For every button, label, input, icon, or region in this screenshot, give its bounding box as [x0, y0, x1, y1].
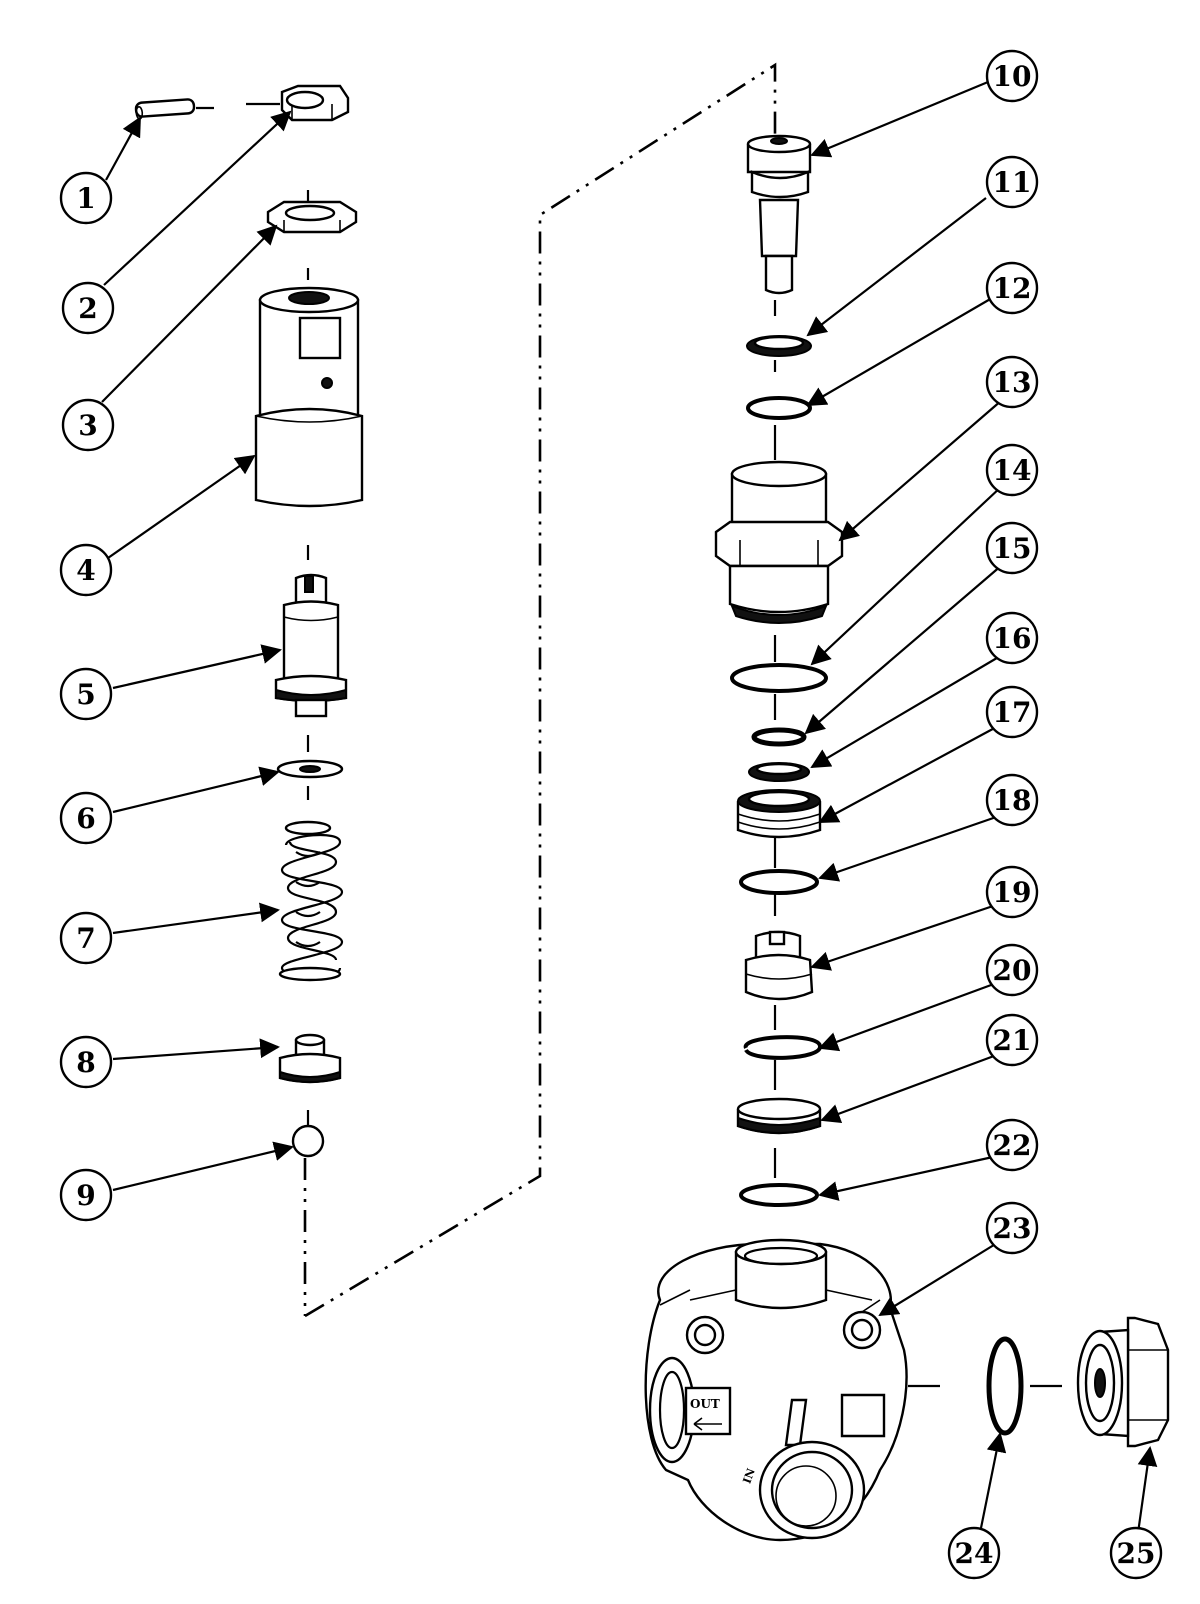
part-20-retaining-ring [743, 1035, 822, 1060]
callout-11-label: 11 [993, 166, 1032, 199]
callout-21: 21 [985, 1013, 1039, 1067]
callout-25: 25 [1109, 1526, 1163, 1580]
part-3-nut [266, 200, 358, 234]
callout-25-label: 25 [1117, 1537, 1156, 1570]
callout-9-label: 9 [76, 1179, 95, 1212]
part-18-oring [739, 869, 819, 895]
callout-17: 17 [985, 685, 1039, 739]
part-15-oring [751, 727, 807, 747]
callout-3-label: 3 [78, 409, 97, 442]
left-axis-segments [196, 102, 310, 1125]
callout-10: 10 [985, 49, 1039, 103]
part-13-housing [714, 460, 844, 624]
part-16-ring [748, 762, 810, 782]
callout-6: 6 [59, 791, 113, 845]
callout-22: 22 [985, 1118, 1039, 1172]
out-label: OUT [690, 1397, 720, 1411]
callout-10-label: 10 [993, 60, 1032, 93]
callout-12: 12 [985, 261, 1039, 315]
callout-22-label: 22 [993, 1129, 1032, 1162]
part-22-oring [739, 1183, 819, 1207]
callout-7: 7 [59, 911, 113, 965]
callout-19-label: 19 [993, 876, 1032, 909]
callout-2-label: 2 [78, 292, 97, 325]
callout-20: 20 [985, 943, 1039, 997]
callout-14: 14 [985, 443, 1039, 497]
part-7-spring [278, 820, 344, 982]
callout-12-label: 12 [993, 272, 1032, 305]
callout-6-label: 6 [76, 802, 95, 835]
callout-14-label: 14 [993, 454, 1032, 487]
in-label: IN [740, 1467, 757, 1486]
callout-19: 19 [985, 865, 1039, 919]
part-4-bonnet [254, 286, 364, 508]
callout-15-label: 15 [993, 532, 1032, 565]
callout-20-label: 20 [993, 954, 1032, 987]
callout-16-label: 16 [993, 622, 1032, 655]
part-19-disc-holder [744, 930, 814, 1001]
callout-4-label: 4 [76, 554, 95, 587]
callout-5: 5 [59, 667, 113, 721]
part-11-washer [746, 335, 812, 357]
callout-24-label: 24 [955, 1537, 994, 1570]
callout-15: 15 [985, 521, 1039, 575]
part-17-seat [736, 789, 822, 839]
callout-21-label: 21 [993, 1024, 1032, 1057]
part-24-oring [908, 1336, 1062, 1436]
part-23-valve-body: OUT IN [644, 1238, 908, 1542]
callout-13: 13 [985, 355, 1039, 409]
callout-18: 18 [985, 773, 1039, 827]
callout-7-label: 7 [76, 922, 95, 955]
callout-1-label: 1 [76, 182, 95, 215]
callout-23: 23 [985, 1201, 1039, 1255]
part-6-washer [276, 759, 344, 779]
callout-11: 11 [985, 155, 1039, 209]
callout-23-label: 23 [993, 1212, 1032, 1245]
callout-18-label: 18 [993, 784, 1032, 817]
part-14-oring [730, 663, 828, 693]
callout-3: 3 [61, 398, 115, 452]
callout-9: 9 [59, 1168, 113, 1222]
callout-bubbles: 1 2 3 4 5 6 7 8 9 10 11 12 13 14 15 16 1… [59, 49, 1163, 1580]
callout-13-label: 13 [993, 366, 1032, 399]
assembly-path [303, 62, 777, 1318]
part-25-plug [1076, 1316, 1170, 1448]
leader-lines [101, 80, 1158, 1534]
part-1-pin [134, 98, 196, 120]
callout-24: 24 [947, 1526, 1001, 1580]
part-10-screw [746, 134, 812, 295]
part-12-oring [746, 396, 812, 420]
part-2-nut [280, 84, 350, 122]
part-5-stem [274, 573, 348, 718]
callout-4: 4 [59, 543, 113, 597]
callout-5-label: 5 [76, 678, 95, 711]
callout-8: 8 [59, 1035, 113, 1089]
part-8-spring-seat [278, 1033, 342, 1084]
part-21-ring [736, 1097, 822, 1135]
callout-17-label: 17 [993, 696, 1032, 729]
callout-2: 2 [61, 281, 115, 335]
callout-1: 1 [59, 171, 113, 225]
callout-8-label: 8 [76, 1046, 95, 1079]
part-9-ball [291, 1124, 325, 1158]
callout-16: 16 [985, 611, 1039, 665]
